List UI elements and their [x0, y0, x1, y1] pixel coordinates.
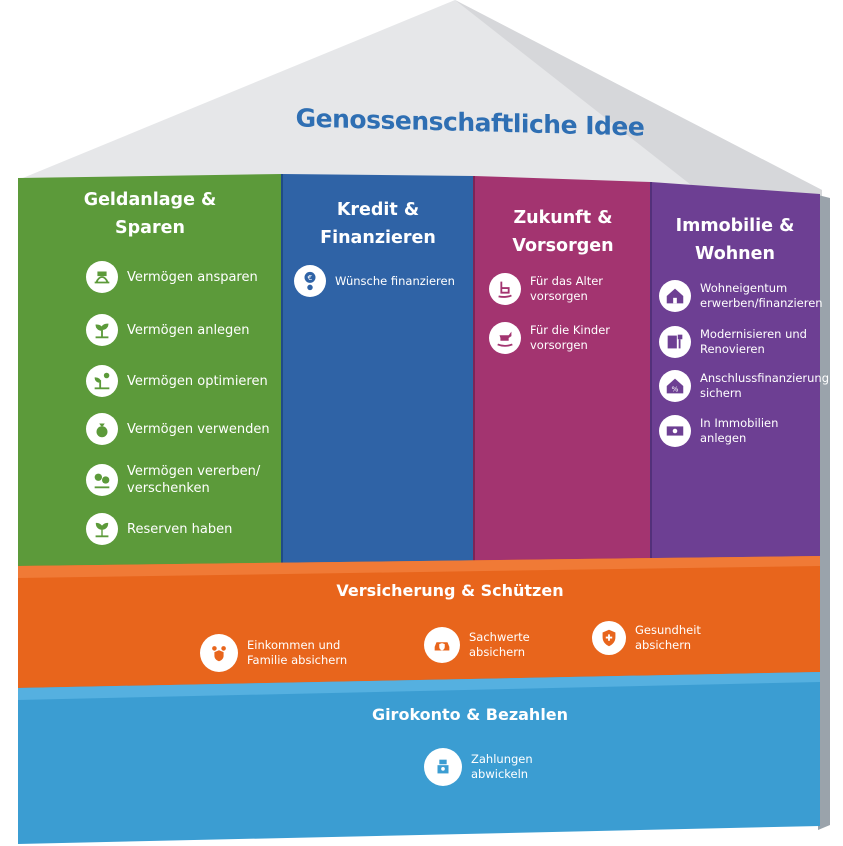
money-plant-icon [94, 271, 110, 284]
gift-plant-icon [94, 473, 110, 489]
rocking-chair-icon [498, 281, 512, 298]
list-item: Vermögen optimieren [86, 365, 268, 397]
reserve-plant-icon [95, 522, 109, 538]
paint-icon [667, 334, 683, 349]
list-item: Vermögen verwenden [86, 413, 270, 445]
plant-icon [95, 323, 109, 339]
house-icon [666, 288, 684, 304]
list-item: Vermögen vererben/verschenken [86, 463, 260, 497]
house-side [818, 195, 830, 830]
svg-text:€: € [308, 273, 313, 282]
roof-front [18, 0, 822, 200]
insurance-title: Versicherung & Schützen [336, 581, 564, 600]
rocking-horse-icon [497, 331, 513, 347]
list-item: Reserven haben [86, 513, 232, 545]
column-title-immobilie: Immobilie & Wohnen [675, 216, 795, 264]
percent-house-icon: % [666, 378, 684, 394]
svg-text:%: % [672, 385, 679, 394]
giro-band-bg [18, 672, 820, 844]
list-item: Vermögen anlegen [86, 314, 250, 346]
column-title-kredit: Kredit & Finanzieren [320, 200, 436, 248]
column-blue-bg [282, 174, 474, 566]
banknote-icon [666, 426, 684, 436]
sun-plant-icon [94, 372, 110, 390]
column-title-geldanlage: Geldanlage & Sparen [83, 190, 217, 238]
column-purple-bg [651, 182, 820, 562]
family-shield-icon [212, 646, 226, 662]
list-item: € Wünsche finanzieren [294, 265, 455, 297]
payment-icon [437, 759, 449, 774]
euro-thought-icon: € [304, 271, 316, 291]
column-title-zukunft: Zukunft & Vorsorgen [512, 208, 614, 256]
money-bag-icon [96, 423, 108, 438]
list-item: Vermögen ansparen [86, 261, 258, 293]
roof-shade [455, 0, 822, 200]
column-green-bg [18, 174, 282, 572]
giro-title: Girokonto & Bezahlen [371, 705, 569, 724]
column-magenta-bg [474, 176, 651, 564]
health-shield-icon [602, 629, 616, 647]
car-shield-icon [434, 642, 450, 651]
